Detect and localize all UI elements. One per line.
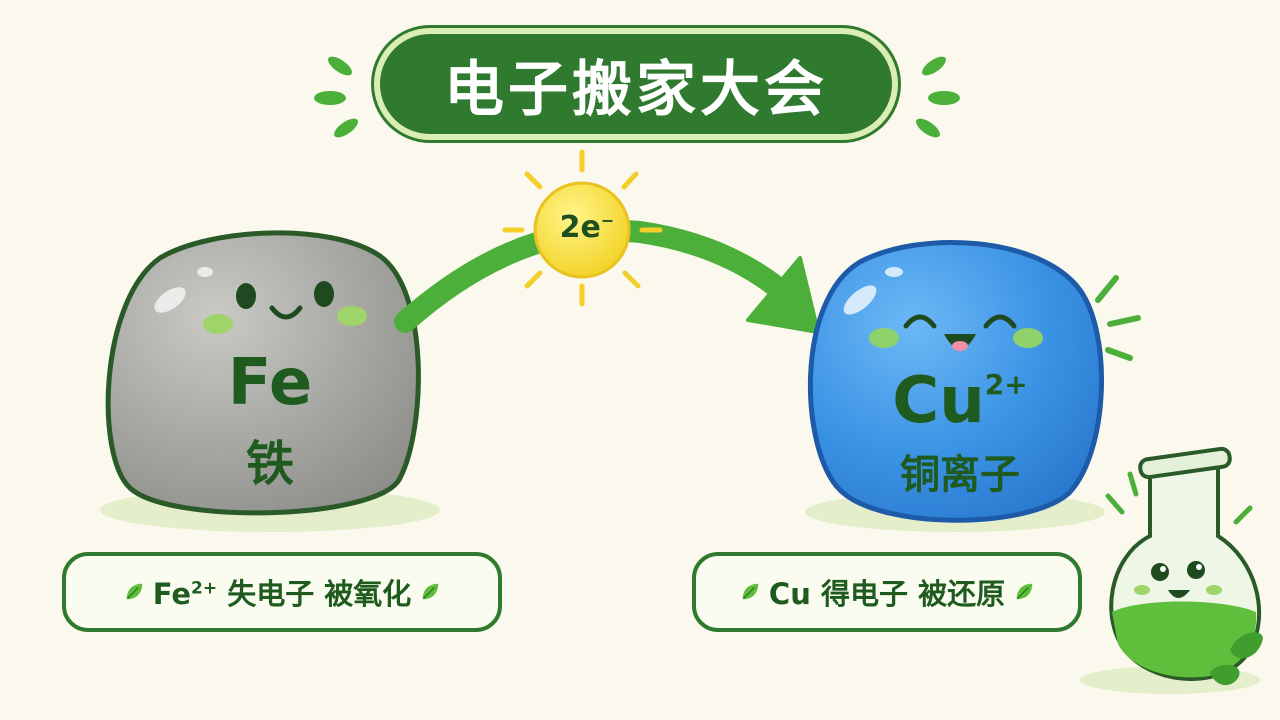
iron-character <box>105 230 421 516</box>
oxidation-caption: Fe2+ 失电子 被氧化 <box>62 552 502 632</box>
oxidation-text: Fe2+ 失电子 被氧化 <box>153 571 412 613</box>
copper-symbol-text: Cu <box>892 364 985 438</box>
reduction-caption: Cu 得电子 被还原 <box>692 552 1082 632</box>
electron-sun-icon <box>502 149 663 307</box>
reduction-element: Cu <box>768 577 811 611</box>
copper-ion-character <box>807 240 1104 523</box>
leaf-icon <box>1016 583 1033 600</box>
copper-ion-symbol: Cu2+ <box>880 364 1040 438</box>
leaf-icon <box>422 583 439 600</box>
copper-charge: 2+ <box>984 367 1028 401</box>
iron-name: 铁 <box>245 436 294 492</box>
iron-symbol: Fe <box>227 346 313 420</box>
oxidation-ion: Fe <box>152 577 191 611</box>
leaf-icon <box>126 583 142 600</box>
page-title: 电子搬家大会 <box>444 54 828 125</box>
copper-sparkles <box>1095 275 1141 361</box>
title-sparkles-left <box>314 56 358 138</box>
oxidation-charge: 2+ <box>191 578 218 599</box>
title-sparkles-right <box>916 56 960 138</box>
copper-ion-name: 铜离子 <box>900 452 1020 498</box>
electron-count: 2e <box>559 210 601 245</box>
electron-label: 2e− <box>532 210 642 245</box>
title-banner: 电子搬家大会 <box>374 28 898 140</box>
electron-charge: − <box>600 211 615 230</box>
leaf-icon <box>742 583 759 600</box>
reduction-description: 得电子 被还原 <box>820 577 1006 611</box>
flask-mascot-icon <box>1105 446 1263 686</box>
reduction-text: Cu 得电子 被还原 <box>769 571 1005 613</box>
oxidation-description: 失电子 被氧化 <box>227 577 412 611</box>
